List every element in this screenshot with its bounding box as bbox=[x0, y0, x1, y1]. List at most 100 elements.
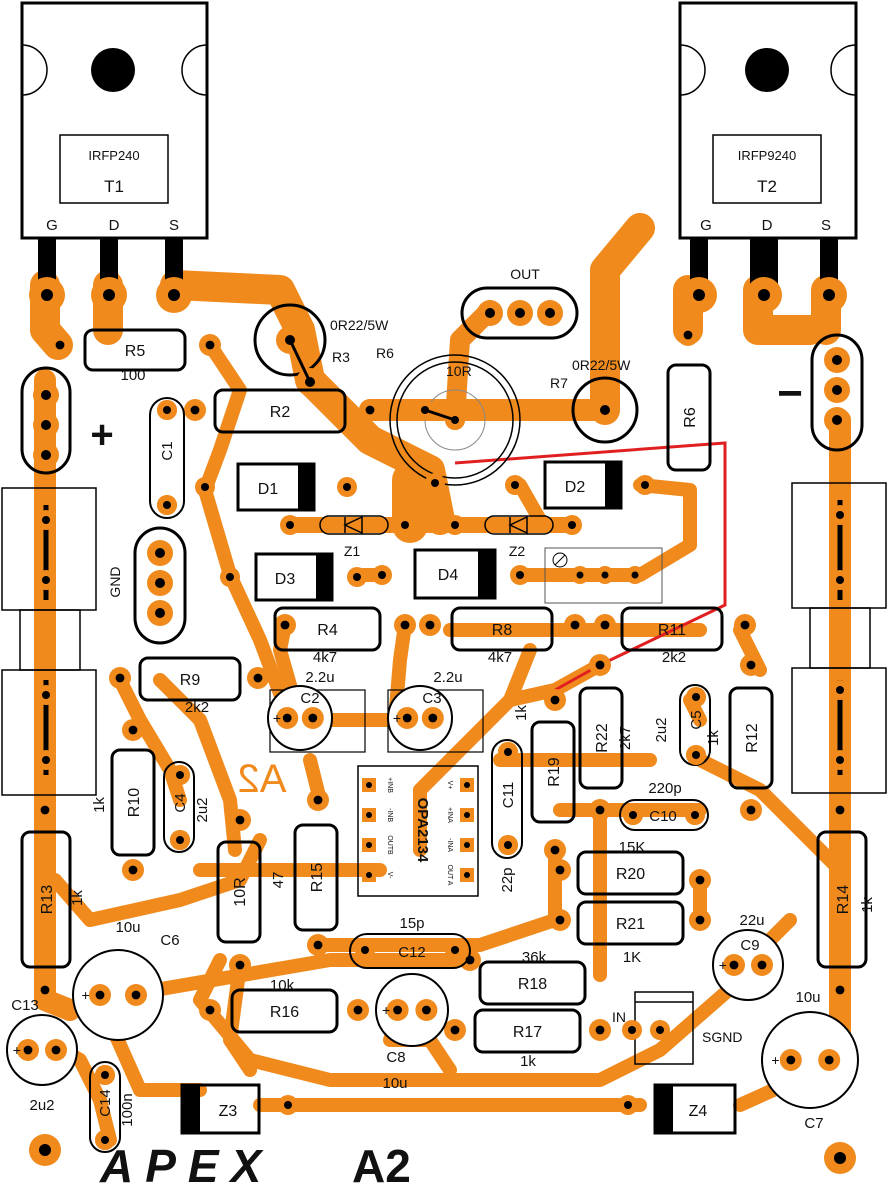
t2-pin-d: D bbox=[762, 217, 773, 234]
resistor-r7: 0R22/5W R7 bbox=[550, 357, 639, 444]
diode-d2: D2 bbox=[505, 460, 655, 510]
r6-ref: R6 bbox=[682, 407, 699, 428]
zener-z2: Z2 bbox=[445, 515, 582, 559]
d1-label: D1 bbox=[258, 481, 279, 498]
t1-pin-s: S bbox=[169, 217, 179, 234]
plus-sign: + bbox=[90, 413, 113, 457]
ic-pin: V+ bbox=[446, 778, 474, 792]
c12-ref: C12 bbox=[398, 944, 426, 961]
c4-value: 2u2 bbox=[194, 797, 211, 822]
polarity-plus-icon: + bbox=[273, 710, 281, 726]
r3-value: 0R22/5W bbox=[330, 317, 389, 333]
r1-l1-ref: R6 bbox=[376, 345, 394, 361]
ic-pin-label: OUTB bbox=[386, 835, 393, 855]
r3-ref: R3 bbox=[332, 349, 350, 365]
d2-label: D2 bbox=[565, 479, 586, 496]
r9-value: 2k2 bbox=[185, 699, 209, 716]
r12-value: 1k bbox=[705, 730, 722, 746]
d3-label: D3 bbox=[275, 571, 296, 588]
resistor-r9: R9 2k2 bbox=[109, 656, 269, 716]
apex-logo: APEX A2 bbox=[99, 1140, 411, 1188]
r4-value: 4k7 bbox=[313, 649, 337, 666]
r22-ref: R22 bbox=[594, 723, 611, 752]
r7-value: 0R22/5W bbox=[572, 357, 631, 373]
c10-ref: C10 bbox=[649, 808, 677, 825]
c9-value: 22u bbox=[739, 912, 764, 929]
minus-sign: − bbox=[777, 369, 803, 418]
c9-ref: C9 bbox=[740, 937, 759, 954]
z2-label: Z2 bbox=[509, 543, 526, 559]
capacitor-c2: +C22.2u bbox=[267, 669, 366, 753]
c5-ref: C5 bbox=[688, 710, 705, 729]
t1-ref-label: T1 bbox=[104, 177, 124, 196]
c12-value: 15p bbox=[399, 915, 424, 932]
c13-ref: C13 bbox=[11, 997, 39, 1014]
c14-value: 100n bbox=[119, 1093, 136, 1126]
ic-pin-label: +INB bbox=[386, 777, 393, 793]
t1-pin-g: G bbox=[46, 217, 58, 234]
c11-ref: C11 bbox=[500, 782, 517, 808]
ic-pin-label: -INB bbox=[386, 808, 393, 822]
t1-pin-d: D bbox=[109, 217, 120, 234]
c14-ref: C14 bbox=[97, 1089, 114, 1117]
polarity-plus-icon: + bbox=[771, 1052, 779, 1068]
r19-ref: R19 bbox=[546, 757, 563, 786]
c11-value: 22p bbox=[499, 867, 516, 892]
r8-value: 4k7 bbox=[488, 649, 512, 666]
t2-ref-label: T2 bbox=[757, 177, 777, 196]
r2-ref: R2 bbox=[270, 404, 291, 421]
resistor-r6: R6 bbox=[666, 324, 712, 472]
c3-value: 2.2u bbox=[433, 669, 462, 686]
capacitor-c11: C11 22p bbox=[491, 739, 523, 893]
fuse-holder-right bbox=[791, 482, 887, 794]
c10-value: 220p bbox=[648, 780, 681, 797]
polarity-plus-icon: + bbox=[719, 957, 727, 973]
10r-ref: 10R bbox=[232, 877, 249, 906]
z1-label: Z1 bbox=[344, 543, 361, 559]
c3-ref: C3 bbox=[422, 690, 441, 707]
t2-pin-g: G bbox=[700, 217, 712, 234]
r14-value: 1k bbox=[859, 897, 876, 913]
resistor-r21: R21 1K bbox=[549, 900, 711, 966]
c2-ref: C2 bbox=[300, 690, 319, 707]
ic-pin: +INA bbox=[446, 807, 474, 823]
r7-ref: R7 bbox=[550, 375, 568, 391]
r21-ref: R21 bbox=[616, 916, 645, 933]
diode-d3: D3 bbox=[220, 552, 367, 602]
resistor-10r: 10R bbox=[216, 809, 262, 976]
r5-ref: R5 bbox=[125, 343, 146, 360]
r21-value: 1K bbox=[623, 949, 641, 966]
inductor-r1-l1: R6 10R bbox=[376, 345, 521, 493]
input-connector: IN SGND bbox=[612, 991, 742, 1065]
ic-pin-label: V- bbox=[386, 872, 393, 879]
t1-part-label: IRFP240 bbox=[88, 148, 139, 163]
jumper-wire bbox=[454, 441, 727, 692]
r1-l1-value: 10R bbox=[446, 363, 472, 379]
r13-ref: R13 bbox=[39, 885, 56, 914]
trimmer-pot bbox=[544, 547, 663, 604]
ic-pin: +INB bbox=[362, 777, 393, 793]
r15-value: 47 bbox=[270, 872, 287, 889]
r16-value: 10k bbox=[270, 977, 295, 994]
mounting-holes bbox=[29, 1134, 856, 1174]
resistor-r19: R19 1k bbox=[513, 689, 576, 861]
r10-value: 1k bbox=[91, 797, 108, 813]
r20-ref: R20 bbox=[616, 866, 645, 883]
r9-ref: R9 bbox=[180, 672, 201, 689]
capacitor-c14: C14 100n bbox=[89, 1061, 136, 1153]
r18-value: 36k bbox=[522, 949, 547, 966]
r11-value: 2k2 bbox=[662, 649, 686, 666]
z4-label: Z4 bbox=[689, 1103, 708, 1120]
diode-d4: D4 bbox=[372, 548, 530, 600]
r19-value: 1k bbox=[513, 705, 530, 721]
